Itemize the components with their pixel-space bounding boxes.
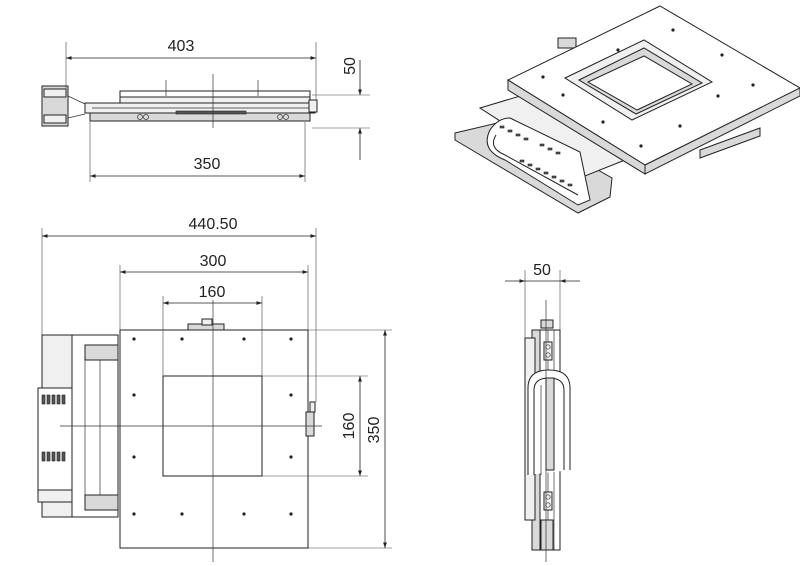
dim-side-50-label: 50: [533, 262, 551, 279]
side-view: 50: [505, 262, 580, 562]
dim-160-v-label: 160: [341, 413, 358, 440]
dim-50-label: 50: [342, 57, 359, 75]
front-cable-slots: [41, 394, 66, 462]
dim-440-label: 440.50: [189, 216, 238, 233]
dim-300-label: 300: [200, 253, 227, 270]
top-view: 403 50 350: [41, 38, 370, 182]
front-view: 440.50 300 160 160 350: [37, 216, 392, 562]
chain-slots: [499, 125, 573, 187]
dim-350-label: 350: [194, 156, 221, 173]
top-plate: [119, 90, 311, 98]
dim-350-v-label: 350: [366, 417, 383, 444]
cable-chain: [486, 117, 591, 206]
dim-403-label: 403: [168, 38, 195, 55]
front-cable-block: [37, 387, 73, 491]
isometric-view: [454, 5, 800, 214]
dim-160-h-label: 160: [199, 284, 226, 301]
